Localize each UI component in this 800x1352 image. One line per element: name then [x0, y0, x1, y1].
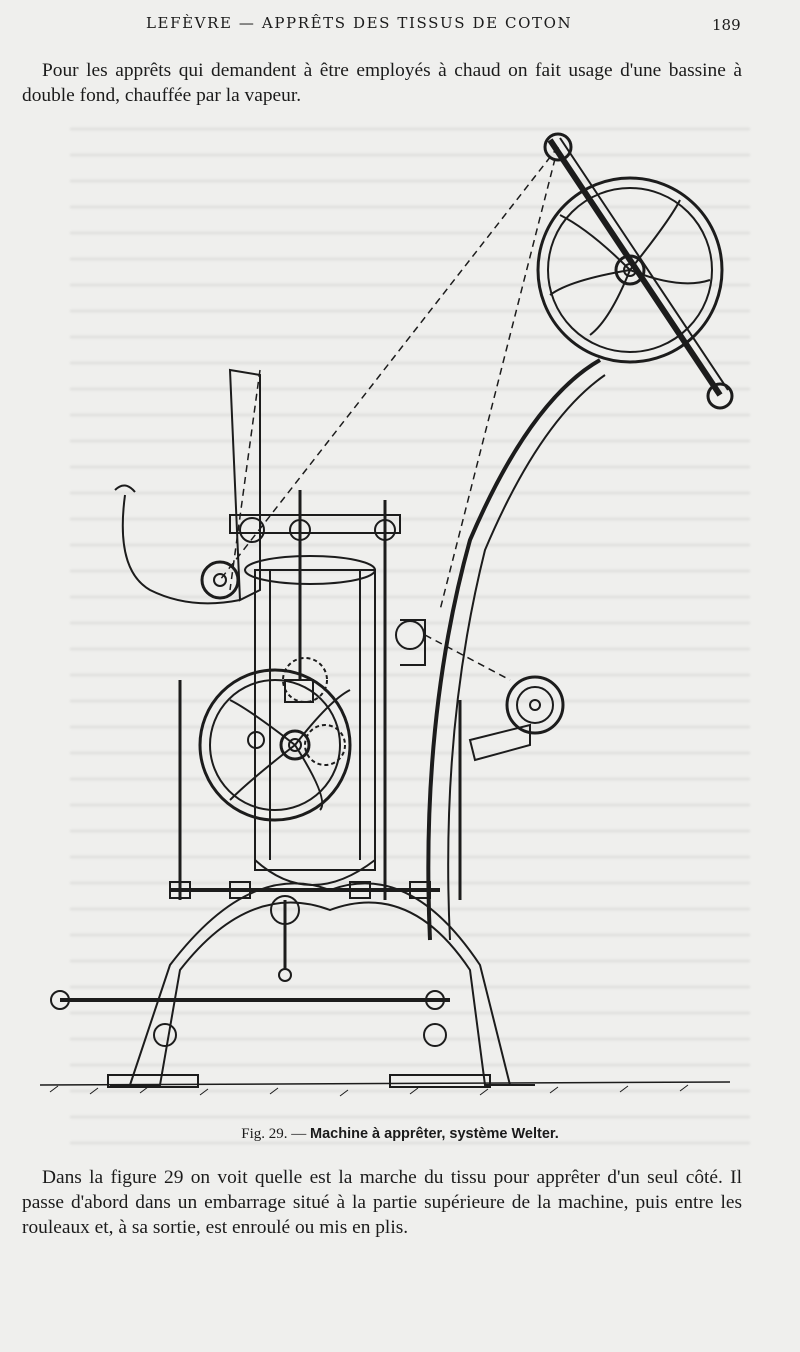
flywheel — [536, 176, 724, 364]
fabric-path — [219, 146, 559, 681]
right-takeup-roller — [395, 619, 565, 762]
figure-caption: Fig. 29. — Machine à apprêter, système W… — [0, 1126, 800, 1143]
flywheel-arm — [426, 132, 734, 941]
machine-illustration — [30, 120, 750, 1120]
left-feed-arm — [114, 368, 261, 605]
caption-label: Fig. 29. — — [241, 1126, 310, 1142]
paragraph-bottom: Dans la figure 29 on voit quelle est la … — [22, 1167, 742, 1238]
running-head: LEFÈVRE — APPRÊTS DES TISSUS DE COTON — [146, 14, 573, 32]
adjusting-screws — [178, 490, 462, 900]
base-frame — [50, 881, 535, 1088]
paragraph-top: Pour les apprêts qui demandent à être em… — [22, 60, 742, 106]
main-gear-wheel — [198, 657, 352, 822]
caption-title: Machine à apprêter, système Welter. — [310, 1126, 559, 1142]
page-number: 189 — [712, 16, 741, 34]
central-column — [244, 555, 376, 886]
lower-crank — [270, 895, 300, 982]
